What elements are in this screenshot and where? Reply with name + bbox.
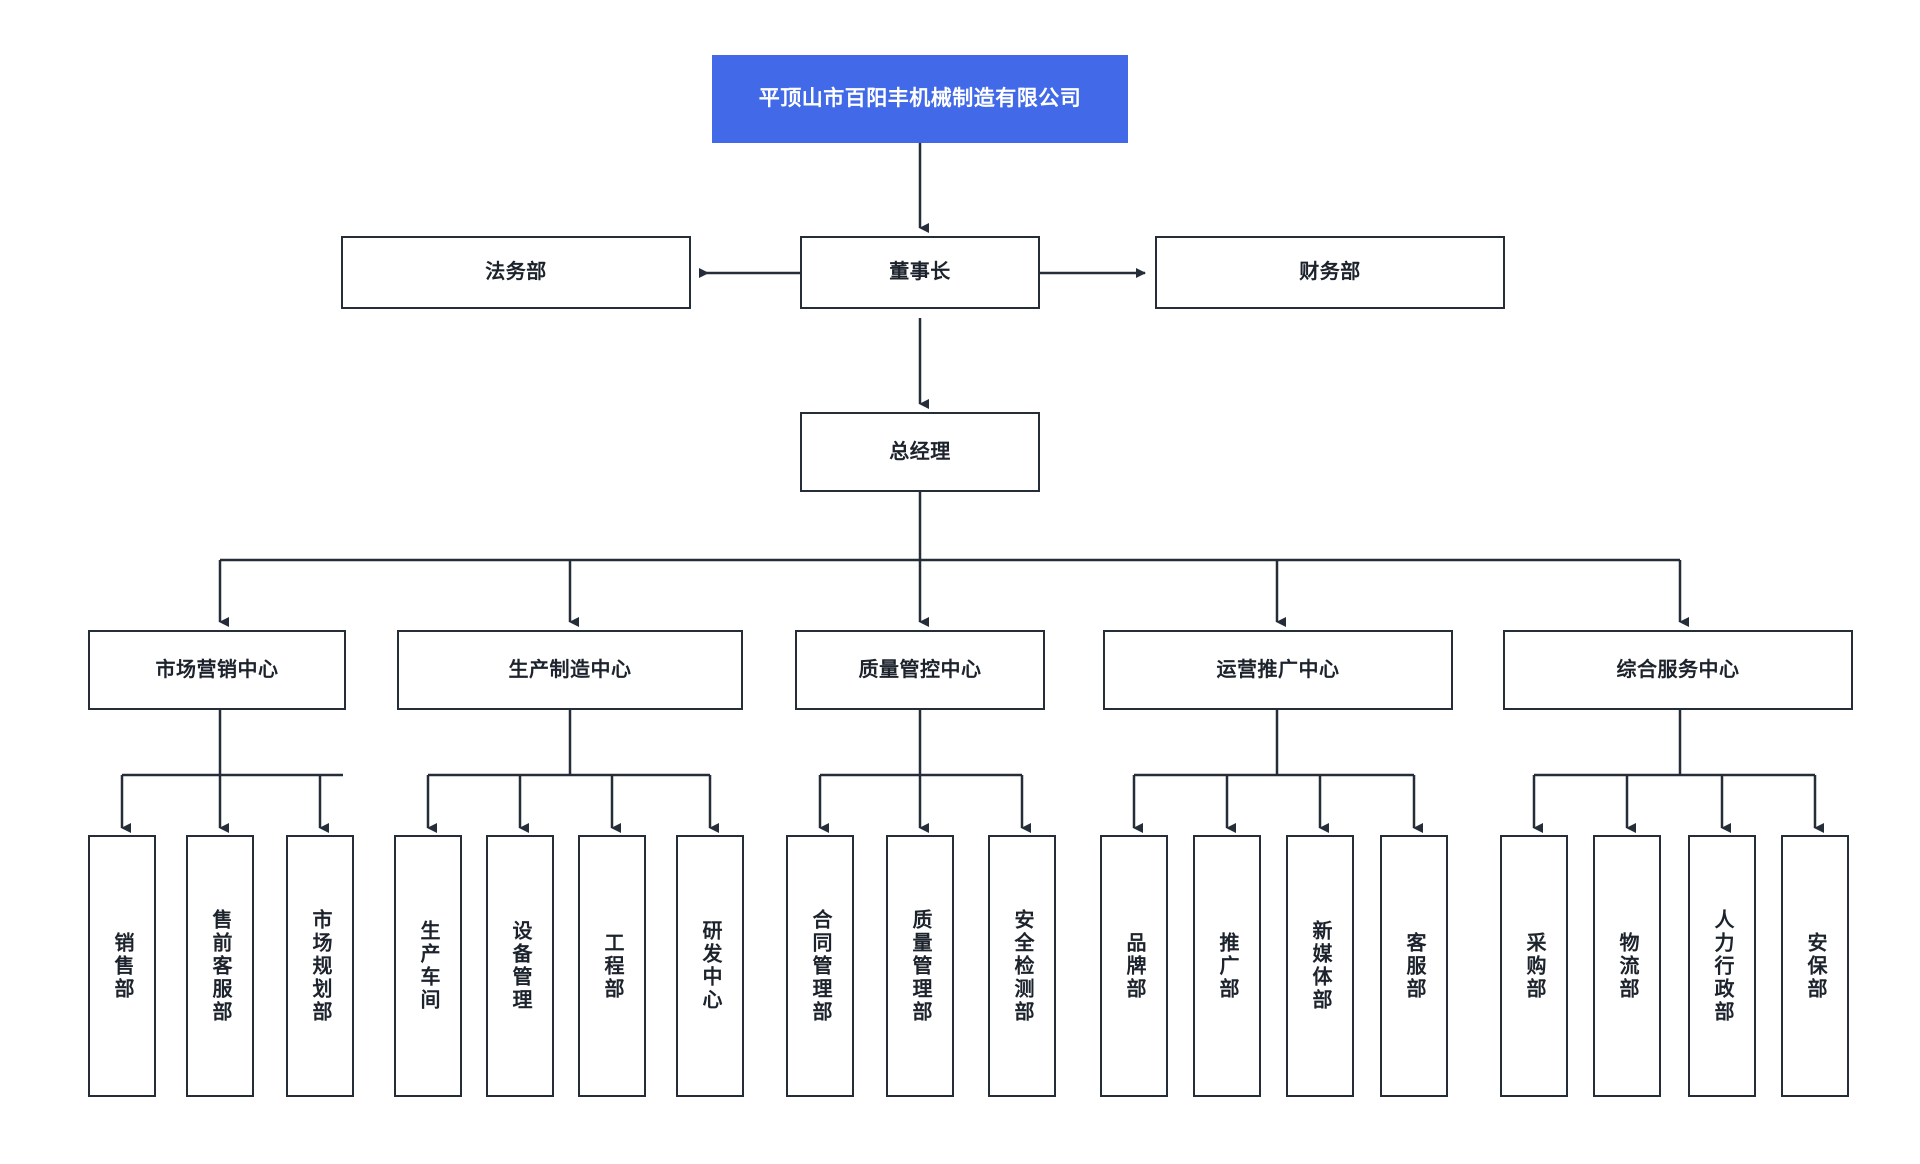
node-dept-quality-management-label: 质量管理部 (909, 908, 931, 1024)
node-general-manager[interactable]: 总经理 (800, 412, 1040, 492)
node-finance-department-label: 财务部 (1299, 261, 1361, 283)
node-dept-safety-inspection[interactable]: 安全检测部 (988, 835, 1056, 1097)
node-dept-presales-service[interactable]: 售前客服部 (186, 835, 254, 1097)
node-dept-procurement[interactable]: 采购部 (1500, 835, 1568, 1097)
node-dept-security-label: 安保部 (1804, 931, 1826, 1001)
node-center-manufacturing[interactable]: 生产制造中心 (397, 630, 743, 710)
node-legal-department-label: 法务部 (485, 261, 547, 283)
node-finance-department[interactable]: 财务部 (1155, 236, 1505, 309)
node-center-manufacturing-label: 生产制造中心 (508, 658, 632, 681)
node-dept-rnd-center[interactable]: 研发中心 (676, 835, 744, 1097)
node-chairman-label: 董事长 (889, 261, 951, 283)
node-dept-safety-inspection-label: 安全检测部 (1011, 908, 1033, 1024)
node-dept-security[interactable]: 安保部 (1781, 835, 1849, 1097)
node-dept-brand-label: 品牌部 (1123, 931, 1145, 1001)
node-dept-equipment-management-label: 设备管理 (509, 920, 531, 1012)
node-dept-hr-admin-label: 人力行政部 (1711, 908, 1733, 1024)
node-dept-logistics-label: 物流部 (1616, 931, 1638, 1001)
node-dept-customer-service[interactable]: 客服部 (1380, 835, 1448, 1097)
node-center-quality[interactable]: 质量管控中心 (795, 630, 1045, 710)
node-center-operations-label: 运营推广中心 (1216, 658, 1340, 681)
node-center-marketing[interactable]: 市场营销中心 (88, 630, 346, 710)
node-dept-engineering-label: 工程部 (601, 931, 623, 1001)
node-dept-sales-label: 销售部 (111, 931, 133, 1001)
node-dept-production-workshop-label: 生产车间 (417, 920, 439, 1012)
node-dept-contract-management-label: 合同管理部 (809, 908, 831, 1024)
node-center-service-label: 综合服务中心 (1616, 658, 1740, 681)
node-dept-new-media-label: 新媒体部 (1309, 920, 1331, 1012)
node-dept-production-workshop[interactable]: 生产车间 (394, 835, 462, 1097)
node-dept-new-media[interactable]: 新媒体部 (1286, 835, 1354, 1097)
node-dept-market-planning-label: 市场规划部 (309, 908, 331, 1024)
node-dept-promotion-label: 推广部 (1216, 931, 1238, 1001)
node-dept-quality-management[interactable]: 质量管理部 (886, 835, 954, 1097)
node-general-manager-label: 总经理 (889, 440, 951, 463)
node-dept-customer-service-label: 客服部 (1403, 931, 1425, 1001)
node-dept-contract-management[interactable]: 合同管理部 (786, 835, 854, 1097)
node-dept-logistics[interactable]: 物流部 (1593, 835, 1661, 1097)
node-center-quality-label: 质量管控中心 (858, 658, 982, 681)
node-chairman[interactable]: 董事长 (800, 236, 1040, 309)
node-dept-promotion[interactable]: 推广部 (1193, 835, 1261, 1097)
node-dept-rnd-center-label: 研发中心 (699, 920, 721, 1012)
node-dept-hr-admin[interactable]: 人力行政部 (1688, 835, 1756, 1097)
node-center-service[interactable]: 综合服务中心 (1503, 630, 1853, 710)
node-legal-department[interactable]: 法务部 (341, 236, 691, 309)
node-dept-presales-service-label: 售前客服部 (209, 908, 231, 1024)
node-dept-market-planning[interactable]: 市场规划部 (286, 835, 354, 1097)
node-dept-sales[interactable]: 销售部 (88, 835, 156, 1097)
node-company-root[interactable]: 平顶山市百阳丰机械制造有限公司 (712, 55, 1128, 143)
node-dept-procurement-label: 采购部 (1523, 931, 1545, 1001)
node-dept-brand[interactable]: 品牌部 (1100, 835, 1168, 1097)
node-center-operations[interactable]: 运营推广中心 (1103, 630, 1453, 710)
node-center-marketing-label: 市场营销中心 (155, 658, 279, 681)
node-dept-equipment-management[interactable]: 设备管理 (486, 835, 554, 1097)
node-company-root-label: 平顶山市百阳丰机械制造有限公司 (758, 86, 1082, 110)
node-dept-engineering[interactable]: 工程部 (578, 835, 646, 1097)
